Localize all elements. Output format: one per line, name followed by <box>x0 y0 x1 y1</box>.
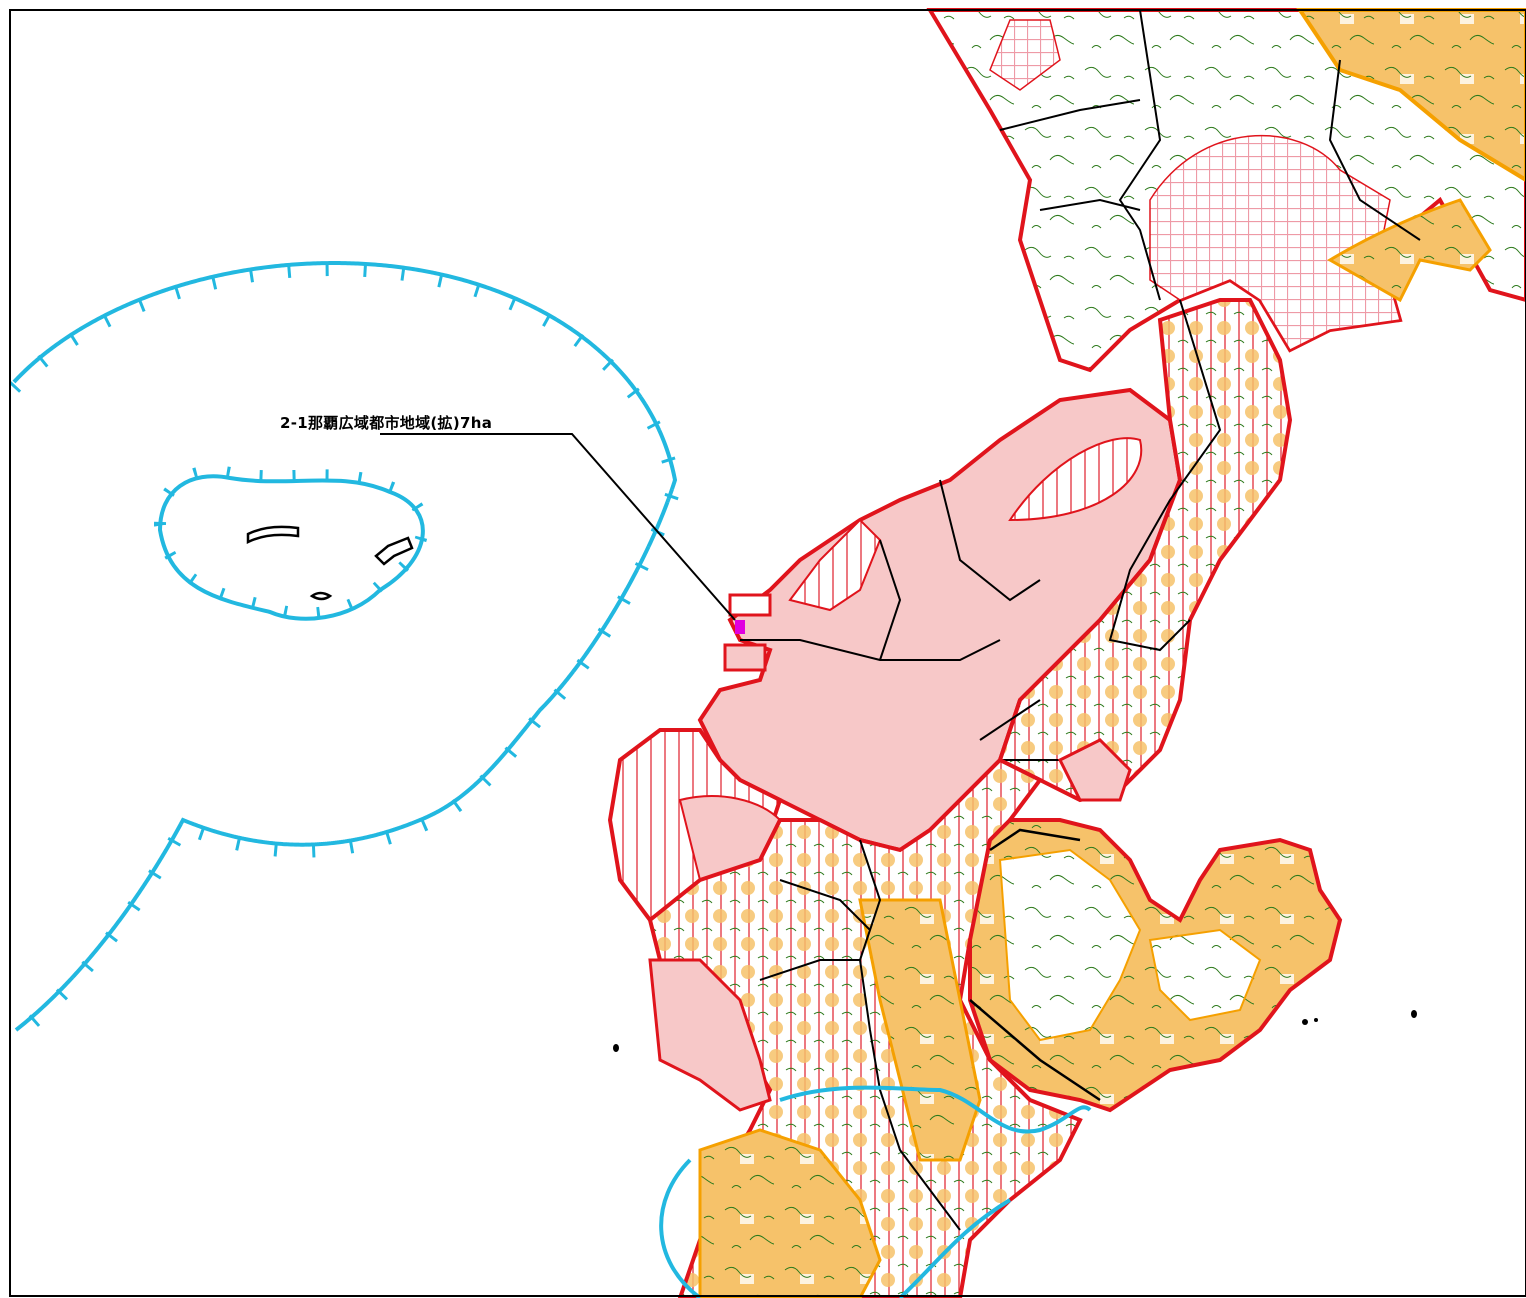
map-border <box>9 9 1526 1297</box>
land-east-belt <box>979 298 1293 803</box>
vegetation-zone <box>998 848 1142 1042</box>
harbour-zone <box>723 643 767 672</box>
islet <box>309 591 333 601</box>
island-coast <box>157 474 425 621</box>
land-south <box>647 757 1092 1298</box>
coastal-line <box>12 261 678 1032</box>
land-southeast <box>968 818 1343 1113</box>
urban-zone <box>1057 738 1132 802</box>
grid-zone <box>989 19 1061 91</box>
hatched-zone <box>1008 437 1143 522</box>
grid-zone <box>1149 135 1401 351</box>
municipal-boundary <box>969 828 1101 1102</box>
coastal-line <box>659 1085 1092 1298</box>
island-coastal-boundary <box>153 465 429 621</box>
forest-zone <box>698 1128 882 1298</box>
coastal-ticks <box>8 262 683 1042</box>
islet <box>246 525 300 545</box>
municipal-boundary <box>999 9 1421 301</box>
target-marker[interactable] <box>735 620 745 634</box>
callout-leader <box>380 433 736 621</box>
harbour-zone <box>728 593 772 617</box>
land-north <box>926 8 1526 373</box>
offshore-rocks <box>613 1010 1417 1052</box>
land-west <box>607 728 783 923</box>
vegetation-zone <box>1148 928 1262 1022</box>
municipal-boundary <box>740 479 1041 661</box>
urban-zone <box>648 958 772 1112</box>
island-ticks <box>153 465 429 620</box>
callout-label[interactable]: 2-1那覇広域都市地域(拡)7ha <box>280 414 493 432</box>
islet <box>374 536 414 566</box>
coastal-boundary-outer <box>8 261 683 1042</box>
municipal-boundary <box>759 839 961 1231</box>
forest-zone <box>1296 8 1526 183</box>
forest-zone <box>1327 198 1492 303</box>
land-central <box>697 387 1183 853</box>
